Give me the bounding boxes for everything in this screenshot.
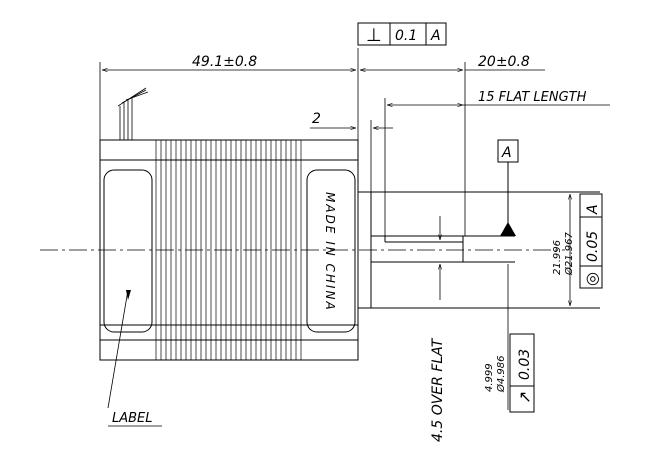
label-callout-text: LABEL — [112, 411, 153, 426]
shaft-diameter-max: 4.999 — [484, 363, 495, 392]
concentricity-value: 0.05 — [585, 231, 601, 262]
concentricity-frame — [579, 193, 603, 289]
laminations — [155, 140, 302, 360]
runout-value: 0.03 — [517, 349, 533, 380]
datum-triangle — [500, 222, 516, 236]
over-flat-value: 4.5 OVER FLAT — [430, 337, 446, 442]
dim-boss-height — [310, 120, 393, 192]
rear-cap — [103, 169, 153, 333]
concentricity-symbol: ◎ — [582, 272, 601, 286]
pilot-boss — [357, 191, 600, 309]
concentricity-datum: A — [585, 204, 601, 215]
label-leader-arrow — [126, 290, 131, 300]
perpendicularity-datum: A — [430, 28, 441, 44]
label-leader — [107, 289, 162, 427]
perpendicularity-value: 0.1 — [395, 28, 417, 44]
body-length-value: 49.1±0.8 — [192, 54, 257, 70]
shaft — [371, 235, 515, 263]
datum-a — [497, 139, 519, 226]
shaft-diameter-min: Ø4.986 — [495, 356, 507, 394]
runout-frame — [509, 333, 535, 413]
boss-diameter-min: Ø21.967 — [563, 232, 575, 276]
flat-length-value: 15 FLAT LENGTH — [478, 90, 587, 105]
datum-label: A — [501, 145, 512, 161]
front-cap — [306, 169, 356, 333]
made-in-china-text: MADE IN CHINA — [323, 192, 337, 312]
dim-shaft-length — [360, 62, 545, 236]
boss-diameter-max: 21.996 — [552, 240, 563, 275]
lead-wires — [117, 87, 149, 140]
dim-body-length — [99, 48, 359, 140]
boss-height-value: 2 — [312, 111, 321, 127]
perpendicularity-frame — [357, 22, 447, 46]
shaft-length-value: 20±0.8 — [478, 54, 530, 70]
perpendicularity-symbol: ⊥ — [366, 25, 382, 46]
runout-symbol: ↗ — [515, 391, 534, 404]
dim-flat-length — [384, 98, 610, 236]
